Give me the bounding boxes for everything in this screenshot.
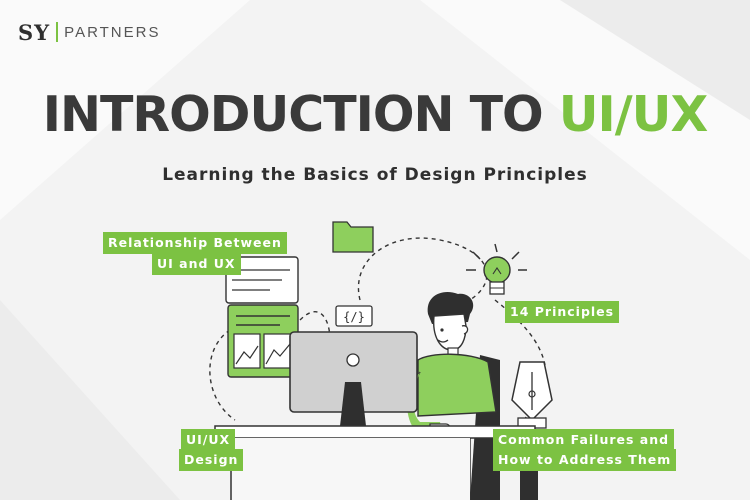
tag-relationship-line1: Relationship Between (103, 232, 287, 254)
brand-logo[interactable]: SY PARTNERS (18, 18, 160, 46)
tag-failures-line1: Common Failures and (493, 429, 675, 451)
code-icon: {/} (335, 305, 373, 327)
person-figure (407, 292, 497, 433)
computer-monitor (289, 331, 418, 426)
tag-uiux-line2: Design (179, 449, 244, 471)
folder-icon (332, 221, 374, 253)
image-icon (227, 304, 299, 378)
tag-failures-line2: How to Address Them (493, 449, 677, 471)
brand-mark: SY (18, 19, 51, 45)
ui-window-card (225, 256, 299, 304)
brand-name: PARTNERS (64, 23, 161, 41)
tag-relationship-line2: UI and UX (152, 253, 241, 275)
pen-nib-icon (511, 361, 553, 429)
title-part-1: INTRODUCTION TO (42, 86, 559, 143)
title-part-2: UI/UX (558, 86, 708, 143)
page-title: INTRODUCTION TO UI/UX (0, 86, 750, 143)
tag-uiux-line1: UI/UX (181, 429, 236, 451)
page-subtitle: Learning the Basics of Design Principles (162, 165, 588, 185)
brand-divider (56, 22, 59, 42)
desk (214, 425, 538, 500)
code-glyph: {/} (343, 310, 365, 324)
lightbulb-icon (466, 243, 527, 295)
tag-principles: 14 Principles (505, 301, 620, 323)
